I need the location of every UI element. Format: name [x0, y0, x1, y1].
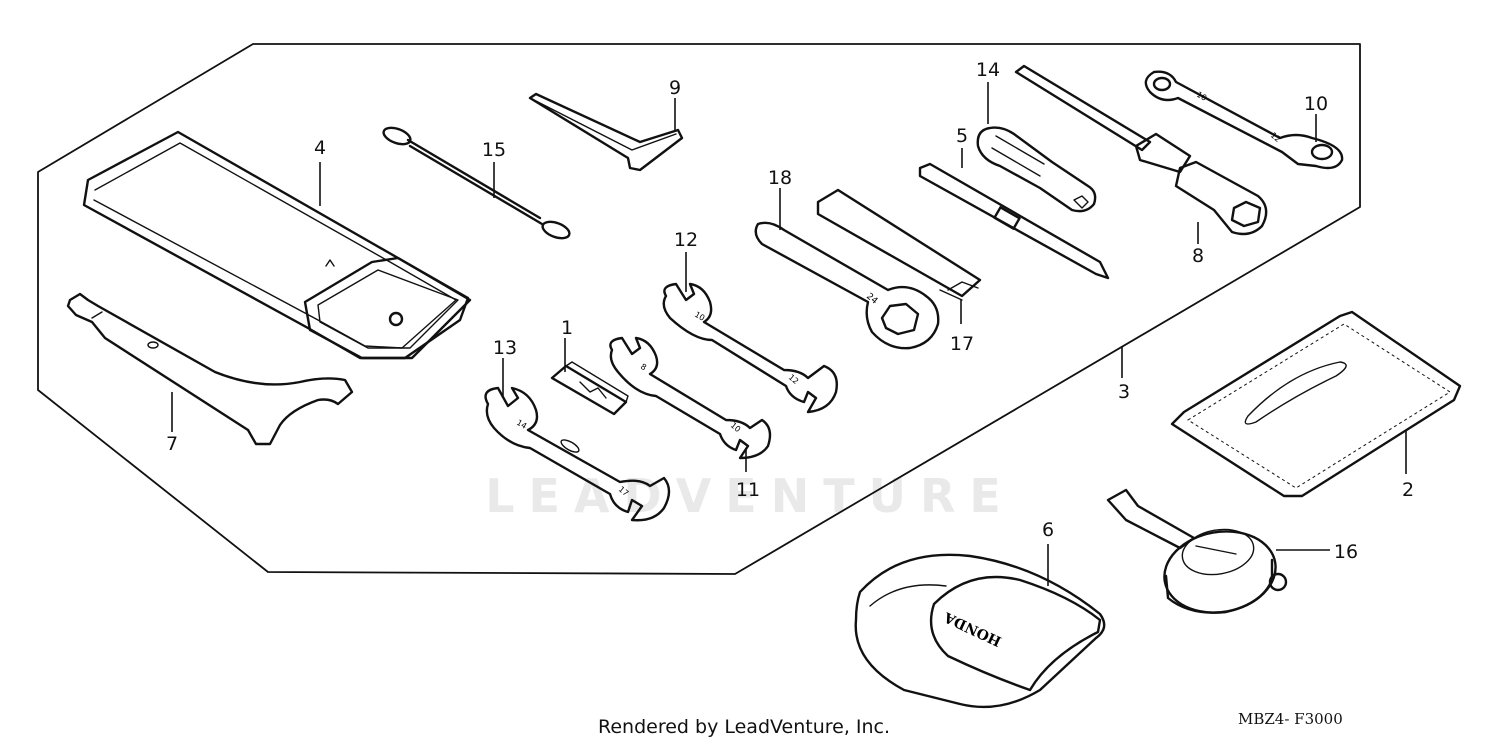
credit-text: Rendered by LeadVenture, Inc. — [598, 716, 891, 738]
wrench-8-engraving: 8 — [639, 362, 648, 372]
callout-16: 16 — [1334, 541, 1358, 563]
figure-code: MBZ4- F3000 — [1238, 710, 1343, 728]
wrench-14-engraving: 14 — [515, 418, 528, 431]
callout-9: 9 — [669, 77, 681, 99]
callout-12: 12 — [674, 229, 698, 251]
callout-8: 8 — [1192, 245, 1204, 267]
callout-labels: 1 2 3 4 5 6 7 8 9 10 11 12 13 14 15 16 1… — [166, 59, 1414, 563]
tool-kit-boundary — [37, 43, 1361, 575]
honda-tool-bag-part: HONDA — [854, 553, 1106, 709]
callout-7: 7 — [166, 433, 178, 455]
honda-bag-logo: HONDA — [941, 608, 1004, 649]
callout-10: 10 — [1304, 93, 1328, 115]
wrench-10c-engraving: 10 — [1195, 90, 1208, 103]
callout-6: 6 — [1042, 519, 1054, 541]
socket-wrench-part — [1014, 64, 1268, 236]
callout-5: 5 — [956, 125, 968, 147]
open-wrench-14x17-part: 14 17 — [484, 386, 671, 522]
tool-bag-part — [82, 130, 472, 360]
callout-1: 1 — [561, 317, 573, 339]
open-wrench-8x10-part: 8 10 — [609, 336, 772, 460]
callout-3: 3 — [1118, 381, 1130, 403]
wrench-10-engraving: 10 — [693, 310, 706, 323]
pin-spanner-part — [66, 292, 354, 446]
callout-4: 4 — [314, 137, 326, 159]
wrench-12-engraving: 12 — [787, 373, 801, 386]
ring-wrench-24-part: 24 — [754, 221, 940, 350]
callout-17: 17 — [950, 333, 974, 355]
watermark-text: LEADVENTURE — [485, 469, 1015, 523]
extension-bar-part — [816, 188, 982, 301]
hex-key-part — [528, 92, 684, 172]
tire-gauge-part — [1106, 488, 1288, 614]
screwdriver-bit-part — [918, 162, 1110, 280]
leader-lines — [171, 82, 1407, 586]
cable-pin-part — [382, 126, 571, 240]
callout-14: 14 — [976, 59, 1000, 81]
callout-11: 11 — [736, 479, 760, 501]
open-wrench-10x12-part: 10 12 — [662, 282, 838, 414]
callout-2: 2 — [1402, 479, 1414, 501]
callout-18: 18 — [768, 167, 792, 189]
fuse-puller-part — [550, 361, 629, 416]
offset-ring-wrench-part: 10 12 — [1144, 70, 1344, 170]
screwdriver-handle-part — [976, 126, 1097, 213]
callout-15: 15 — [482, 139, 506, 161]
callout-13: 13 — [493, 337, 517, 359]
document-pouch-part — [1170, 310, 1462, 498]
